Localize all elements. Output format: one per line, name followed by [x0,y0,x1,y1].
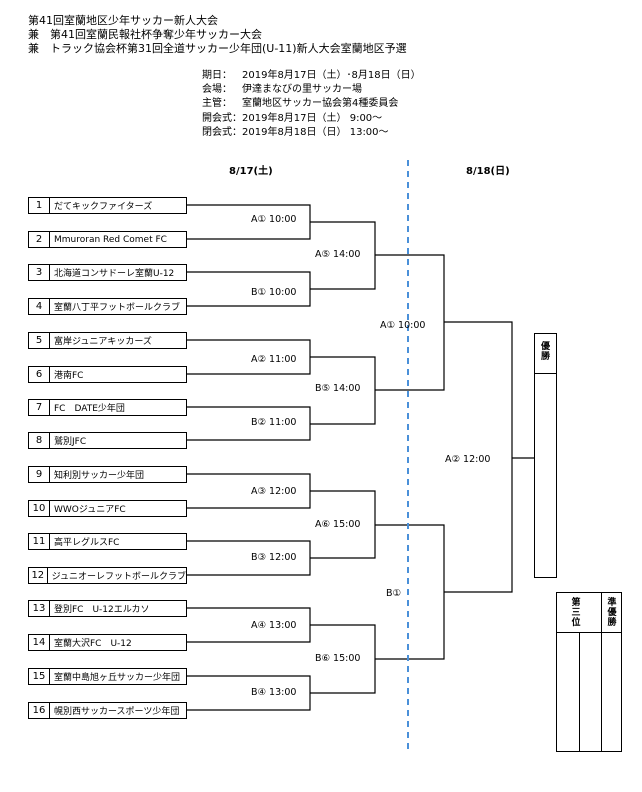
match-label: A② 12:00 [445,454,491,465]
champion-header: 優勝 [535,334,556,374]
team-box: 3 北海道コンサドーレ室蘭U-12 [28,264,187,281]
team-seed: 8 [29,433,50,448]
team-box: 4 室蘭八丁平フットボールクラブ [28,298,187,315]
team-box: 14 室蘭大沢FC U-12 [28,634,187,651]
champion-box: 優勝 [534,333,557,578]
match-label: B② 11:00 [251,417,297,428]
team-box: 5 富岸ジュニアキッカーズ [28,332,187,349]
match-label: A① 10:00 [251,214,297,225]
team-seed: 2 [29,232,50,247]
title-line-1: 第41回室蘭地区少年サッカー新人大会 [28,14,218,27]
match-label: A⑤ 14:00 [315,249,361,260]
team-box: 9 知利別サッカー少年団 [28,466,187,483]
third-place-label: 第三位 [571,598,581,628]
team-box: 13 登別FC U-12エルカソ [28,600,187,617]
team-seed: 12 [29,568,48,583]
team-box: 8 鷲別JFC [28,432,187,449]
match-label: A① 10:00 [380,320,426,331]
results-box: 第三位 準優勝 [556,592,622,752]
info-row: 閉会式：2019年8月18日（日） 13:00～ [202,126,421,140]
document-header: 第41回室蘭地区少年サッカー新人大会 兼 第41回室蘭民報社杯争奪少年サッカー大… [28,14,407,56]
team-seed: 7 [29,400,50,415]
info-key: 開会式： [202,112,242,124]
team-name: 室蘭八丁平フットボールクラブ [54,303,181,313]
bracket-line [444,321,513,593]
team-name: 室蘭中島旭ヶ丘サッカー少年団 [54,673,181,683]
team-name: 幌別西サッカースポーツ少年団 [54,707,180,717]
champion-label: 優勝 [540,342,550,362]
team-box: 16 幌別西サッカースポーツ少年団 [28,702,187,719]
info-row: 会場： 伊達まなびの里サッカー場 [202,83,421,97]
results-header [557,593,621,633]
team-name: 富岸ジュニアキッカーズ [54,337,152,347]
team-box: 10 WWOジュニアFC [28,500,187,517]
info-key: 期日： [202,70,232,81]
info-value: 伊達まなびの里サッカー場 [242,84,362,96]
team-box: 2 Mmuroran Red Comet FC [28,231,187,248]
event-info: 期日： 2019年8月17日（土）･8月18日（日） 会場： 伊達まなびの里サッカー… [202,69,421,140]
team-box: 11 高平レグルスFC [28,533,187,550]
info-key: 閉会式： [202,126,242,138]
team-seed: 15 [29,669,50,684]
runner-up-label: 準優勝 [607,598,617,628]
match-label: A③ 12:00 [251,486,297,497]
team-box: 6 港南FC [28,366,187,383]
team-name: 知利別サッカー少年団 [54,471,145,481]
info-value: 室蘭地区サッカー協会第4種委員会 [242,98,399,110]
info-row: 開会式：2019年8月17日（土） 9:00～ [202,112,421,126]
team-box: 1 だてキックファイターズ [28,197,187,214]
results-divider [579,633,580,751]
team-box: 15 室蘭中島旭ヶ丘サッカー少年団 [28,668,187,685]
team-seed: 9 [29,467,50,482]
team-name: 北海道コンサドーレ室蘭U-12 [54,269,175,279]
info-key: 主管： [202,98,232,110]
team-seed: 14 [29,635,50,650]
team-name: 高平レグルスFC [54,538,120,548]
info-row: 主管： 室蘭地区サッカー協会第4種委員会 [202,97,421,111]
title-line-3: 兼 トラック協会杯第31回全道サッカー少年団(U-11)新人大会室蘭地区予選 [28,42,407,55]
team-name: Mmuroran Red Comet FC [54,234,167,245]
day2-label: 8/18(日) [466,166,510,177]
team-box: 7 FC DATE少年団 [28,399,187,416]
match-label: B⑤ 14:00 [315,383,361,394]
team-seed: 11 [29,534,50,549]
match-label: B① 10:00 [251,287,297,298]
match-label: A⑥ 15:00 [315,519,361,530]
info-row: 期日： 2019年8月17日（土）･8月18日（日） [202,69,421,83]
team-seed: 6 [29,367,50,382]
match-label: B① [386,588,402,599]
results-divider [601,593,602,751]
match-label: A② 11:00 [251,354,297,365]
day1-label: 8/17(土) [229,166,273,177]
match-label: B⑥ 15:00 [315,653,361,664]
team-name: 登別FC U-12エルカソ [54,605,150,615]
match-label: B③ 12:00 [251,552,297,563]
team-name: 室蘭大沢FC U-12 [54,639,132,649]
team-seed: 13 [29,601,50,616]
match-label: A④ 13:00 [251,620,297,631]
team-name: WWOジュニアFC [54,505,126,515]
team-seed: 10 [29,501,50,516]
team-seed: 16 [29,703,50,718]
team-name: だてキックファイターズ [54,202,153,212]
title-line-2: 兼 第41回室蘭民報社杯争奪少年サッカー大会 [28,28,262,41]
team-seed: 1 [29,198,50,213]
team-seed: 4 [29,299,50,314]
info-value: 2019年8月17日（土） 9:00～ [242,112,383,124]
info-value: 2019年8月17日（土）･8月18日（日） [242,70,421,81]
team-name: ジュニオーレフットボールクラブ [51,572,186,582]
info-value: 2019年8月18日（日） 13:00～ [242,126,389,138]
team-name: FC DATE少年団 [54,404,125,414]
team-name: 鷲別JFC [54,437,87,447]
info-key: 会場： [202,84,232,96]
team-name: 港南FC [54,371,84,381]
team-seed: 5 [29,333,50,348]
match-label: B④ 13:00 [251,687,297,698]
team-seed: 3 [29,265,50,280]
